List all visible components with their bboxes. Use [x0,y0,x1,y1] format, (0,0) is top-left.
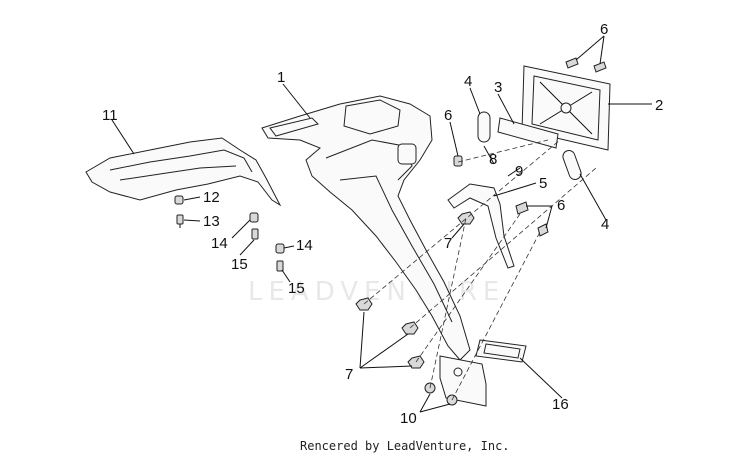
callout-4-right: 4 [601,216,609,233]
watermark: LEADVENTURE [248,277,505,307]
render-credit: Rencered by LeadVenture, Inc. [300,439,510,453]
part-11-fender [85,137,282,207]
callout-11: 11 [102,107,118,124]
part-3-spacer-plate [497,117,559,149]
callout-8: 8 [489,151,497,168]
part-6-bolt-right-1 [515,201,529,215]
callout-4-top: 4 [464,73,472,90]
callout-1: 1 [277,69,285,86]
callout-5: 5 [539,175,547,192]
part-4-pad-left [477,111,491,143]
part-15-screw-right [276,260,284,272]
callout-3: 3 [494,79,502,96]
callout-7-lower: 7 [345,366,353,383]
part-16-reflector [475,339,527,363]
callout-6-right: 6 [557,197,565,214]
leader-lines [111,35,652,413]
part-6-bolt-top-1 [565,57,579,69]
part-4-pad-right [562,150,582,180]
part-15-screw-left [251,228,259,240]
part-6-bolt-top-2 [593,61,607,73]
callout-7-upper: 7 [444,235,452,252]
part-2-plate-support [521,65,611,151]
callout-12: 12 [203,189,220,206]
part-1-plate-holder [261,95,471,361]
part-14-grommet-left [249,212,259,223]
callout-14-right: 14 [296,237,313,254]
callout-14-left: 14 [211,235,228,252]
callout-13: 13 [203,213,220,230]
callout-15-left: 15 [231,256,248,273]
callout-6-left: 6 [444,107,452,124]
assembly-lines [363,139,597,401]
light-bracket [439,355,487,407]
callout-15-right: 15 [288,280,305,297]
part-5-bracket [447,183,515,269]
callout-16: 16 [552,396,569,413]
callout-2: 2 [655,97,663,114]
callout-9: 9 [515,163,523,180]
part-12-grommet [174,195,184,205]
callout-10: 10 [400,410,417,427]
part-14-grommet-right [275,243,285,254]
callout-6-top: 6 [600,21,608,38]
part-13-screw [176,214,184,228]
